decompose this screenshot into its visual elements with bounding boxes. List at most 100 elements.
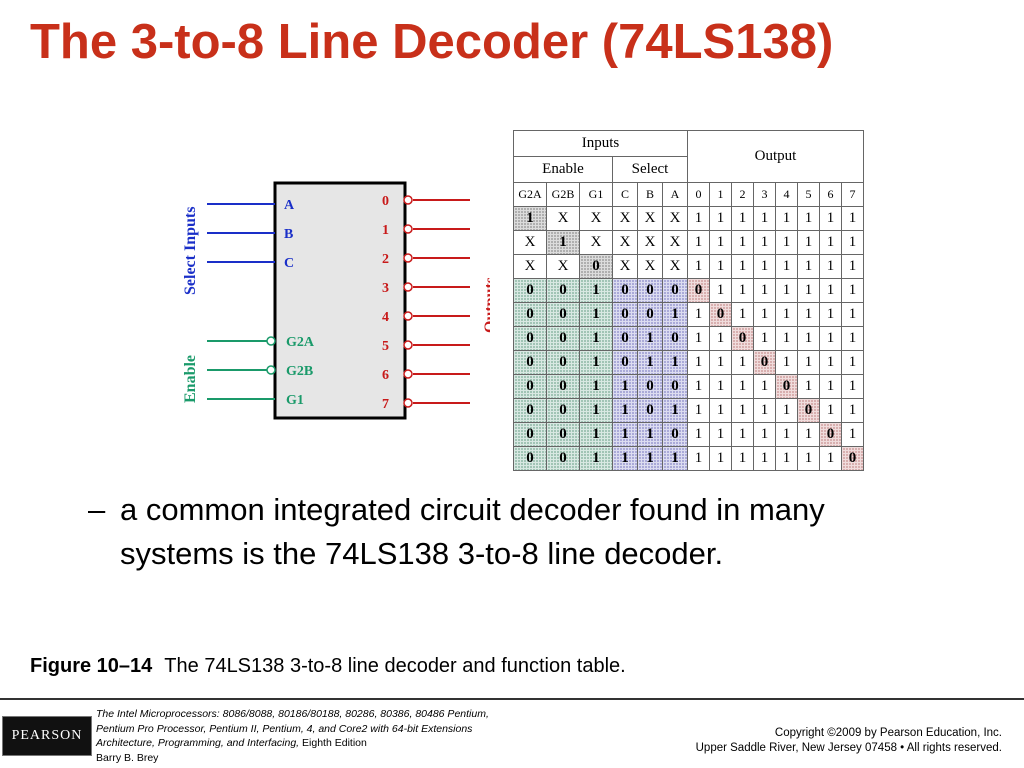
inputs-header: Inputs <box>513 130 688 157</box>
figure-caption-text: The 74LS138 3-to-8 line decoder and func… <box>164 655 626 677</box>
table-cell: 1 <box>775 398 798 423</box>
table-cell: X <box>546 206 580 231</box>
table-cell: 1 <box>579 398 613 423</box>
table-cell: 1 <box>753 398 776 423</box>
table-cell: 0 <box>662 326 688 351</box>
table-cell: 0 <box>612 302 638 327</box>
column-header: B <box>637 182 663 207</box>
table-cell: 0 <box>513 446 547 471</box>
table-cell: 1 <box>841 302 864 327</box>
output-header: Output <box>687 130 864 183</box>
table-cell: 0 <box>637 302 663 327</box>
table-cell: 1 <box>819 254 842 279</box>
table-cell: 1 <box>709 326 732 351</box>
table-cell: 1 <box>841 254 864 279</box>
table-cell: 0 <box>731 326 754 351</box>
table-cell: 1 <box>775 326 798 351</box>
book-citation: The Intel Microprocessors: 8086/8088, 80… <box>96 707 566 765</box>
footer-divider <box>0 698 1024 700</box>
column-header: 6 <box>819 182 842 207</box>
pin-out-5: 5 <box>382 339 389 354</box>
table-cell: 0 <box>546 278 580 303</box>
table-cell: 1 <box>662 350 688 375</box>
table-cell: 0 <box>753 350 776 375</box>
table-cell: 1 <box>753 302 776 327</box>
table-cell: 0 <box>797 398 820 423</box>
column-header: 4 <box>775 182 798 207</box>
table-cell: 1 <box>797 278 820 303</box>
column-header: 2 <box>731 182 754 207</box>
table-cell: 1 <box>709 254 732 279</box>
table-cell: 0 <box>546 374 580 399</box>
column-header: A <box>662 182 688 207</box>
table-cell: 1 <box>612 374 638 399</box>
table-cell: 1 <box>731 374 754 399</box>
table-cell: 0 <box>546 350 580 375</box>
table-cell: 1 <box>579 374 613 399</box>
pin-out-0: 0 <box>382 194 389 209</box>
enable-label: Enable <box>182 355 199 403</box>
table-cell: 1 <box>687 206 710 231</box>
publisher-address: Upper Saddle River, New Jersey 07458 • A… <box>695 742 1002 754</box>
table-cell: 1 <box>797 446 820 471</box>
table-cell: 0 <box>637 374 663 399</box>
table-cell: 1 <box>637 422 663 447</box>
table-cell: 1 <box>546 230 580 255</box>
table-cell: 1 <box>797 326 820 351</box>
table-cell: 1 <box>662 302 688 327</box>
table-cell: 0 <box>513 302 547 327</box>
table-cell: X <box>612 254 638 279</box>
table-cell: X <box>612 206 638 231</box>
table-cell: 1 <box>731 350 754 375</box>
table-cell: 1 <box>709 206 732 231</box>
table-cell: 1 <box>709 278 732 303</box>
table-cell: X <box>579 206 613 231</box>
pin-out-3: 3 <box>382 281 389 296</box>
pin-c: C <box>284 256 294 271</box>
pin-out-7: 7 <box>382 397 389 412</box>
table-cell: 0 <box>819 422 842 447</box>
table-cell: 1 <box>775 206 798 231</box>
table-cell: 1 <box>819 206 842 231</box>
table-cell: 1 <box>731 446 754 471</box>
table-cell: 1 <box>687 326 710 351</box>
table-cell: 1 <box>797 254 820 279</box>
table-cell: 1 <box>797 374 820 399</box>
book-line-1: 8086/8088, 80186/80188, 80286, 80386, 80… <box>222 708 489 720</box>
column-header: G2A <box>513 182 547 207</box>
table-cell: 1 <box>753 230 776 255</box>
table-cell: 1 <box>637 326 663 351</box>
column-header: 0 <box>687 182 710 207</box>
table-cell: 1 <box>579 422 613 447</box>
table-cell: X <box>662 230 688 255</box>
column-header: 3 <box>753 182 776 207</box>
pin-b: B <box>284 227 293 242</box>
table-cell: 1 <box>662 398 688 423</box>
table-cell: X <box>612 230 638 255</box>
bullet-text: a common integrated circuit decoder foun… <box>120 492 825 571</box>
table-cell: 1 <box>637 350 663 375</box>
table-cell: X <box>637 230 663 255</box>
table-cell: X <box>662 206 688 231</box>
table-cell: 1 <box>797 422 820 447</box>
table-cell: 1 <box>841 278 864 303</box>
table-cell: 1 <box>687 302 710 327</box>
table-cell: 0 <box>579 254 613 279</box>
table-cell: 1 <box>819 230 842 255</box>
table-cell: 1 <box>709 374 732 399</box>
table-cell: 1 <box>775 446 798 471</box>
pin-out-1: 1 <box>382 223 389 238</box>
table-cell: 1 <box>637 446 663 471</box>
table-cell: 0 <box>546 446 580 471</box>
table-cell: 1 <box>612 422 638 447</box>
pearson-logo: PEARSON <box>2 716 92 756</box>
table-cell: 0 <box>546 422 580 447</box>
table-cell: 1 <box>579 350 613 375</box>
book-author: Barry B. Brey <box>96 751 159 764</box>
column-header: C <box>612 182 638 207</box>
table-cell: 0 <box>662 374 688 399</box>
